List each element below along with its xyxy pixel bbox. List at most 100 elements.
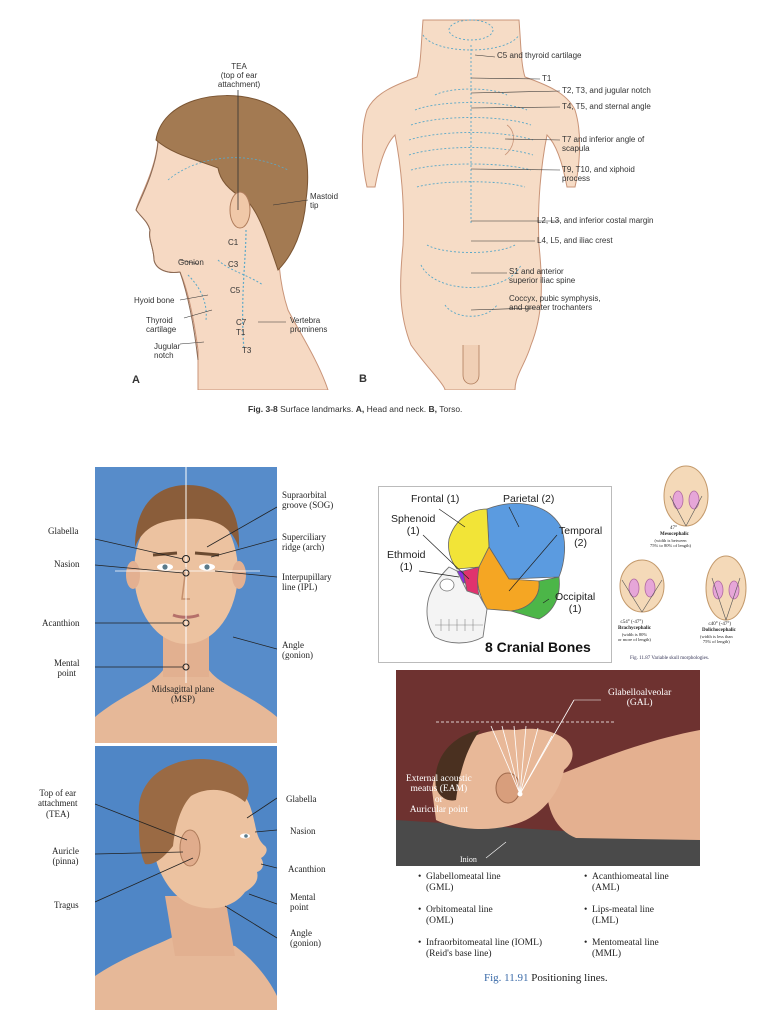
label-angle-gonion-side: Angle (gonion): [290, 928, 321, 949]
brachy-desc: (width is 80% or more of length): [618, 632, 651, 642]
label-parietal: Parietal (2): [503, 493, 555, 505]
bullet-aml-text: Acanthiomeatal line (AML): [592, 872, 669, 894]
torso-illustration: [361, 19, 581, 390]
dolicho-name: Dolichocephalic: [702, 628, 736, 633]
positioning-lines-figure: Glabelloalveolar (GAL) External acoustic…: [396, 670, 700, 870]
label-s1: S1 and anterior superior iliac spine: [509, 267, 576, 286]
dolicho-angle: ≤40° (-47°): [708, 622, 731, 627]
label-coccyx: Coccyx, pubic symphysis, and greater tro…: [509, 294, 601, 313]
label-acanthion-side: Acanthion: [288, 864, 326, 874]
positioning-photo: [396, 670, 700, 866]
brachy-name: Brachycephalic: [618, 626, 652, 631]
label-mental-point-side: Mental point: [290, 892, 316, 913]
skull-morph-caption: Fig. 11.87 Variable skull morphologies.: [630, 656, 710, 661]
label-t9-t10: T9, T10, and xiphoid process: [562, 165, 635, 184]
label-nasion-side: Nasion: [290, 826, 316, 836]
bullet-symbol: •: [584, 937, 588, 948]
label-l4-l5: L4, L5, and iliac crest: [537, 236, 613, 245]
label-c3: C3: [228, 260, 239, 269]
meso-desc: (width is between 75% to 80% of length): [650, 538, 691, 548]
label-sphenoid: Sphenoid (1): [391, 513, 436, 537]
label-angle-gonion-front: Angle (gonion): [282, 640, 313, 661]
bullet-oml-text: Orbitomeatal line (OML): [426, 904, 493, 927]
skull-morphologies-figure: 47° Mesocephalic (width is between 75% t…: [614, 460, 764, 668]
label-mental-point-front: Mental point: [54, 658, 80, 679]
bullet-ioml-text: Infraorbitomeatal line (IOML) (Reid's ba…: [426, 937, 543, 959]
label-superciliary: Superciliary ridge (arch): [282, 532, 326, 553]
label-c5-thyroid: C5 and thyroid cartilage: [497, 51, 582, 60]
label-sog: Supraorbital groove (SOG): [282, 490, 334, 511]
bullet-aml: • Acanthiomeatal line (AML): [584, 872, 704, 895]
cranial-bones-figure: Frontal (1) Parietal (2) Sphenoid (1) Te…: [378, 486, 612, 663]
label-ethmoid: Ethmoid (1): [387, 549, 426, 573]
parietal-bone: [486, 503, 565, 580]
label-occipital: Occipital (1): [555, 591, 596, 615]
meso-name: Mesocephalic: [660, 532, 689, 537]
label-msp: Midsagittal plane (MSP): [151, 684, 215, 705]
caption-b: B,: [428, 404, 438, 414]
label-vertebra-prominens: Vertebra prominens: [290, 316, 328, 335]
label-acanthion-front: Acanthion: [42, 618, 80, 628]
meso-angle: 47°: [670, 526, 677, 531]
bullet-mml: • Mentomeatal line (MML): [584, 938, 704, 961]
brachy-angle: ≤54° (-47°): [620, 620, 643, 625]
label-frontal: Frontal (1): [411, 493, 460, 505]
label-hyoid-bone: Hyoid bone: [134, 296, 175, 305]
caption-text: Surface landmarks.: [280, 404, 354, 414]
label-tragus: Tragus: [54, 900, 79, 910]
label-auricle: Auricle (pinna): [52, 846, 79, 867]
label-thyroid-cartilage: Thyroid cartilage: [146, 316, 177, 335]
label-l2-l3: L2, L3, and inferior costal margin: [537, 216, 654, 225]
label-ipl: Interpupillary line (IPL): [282, 572, 332, 593]
label-eam: External acoustic meatus (EAM) or Auricu…: [406, 774, 472, 816]
dolicho-desc: (width is less than 75% of length): [700, 634, 733, 644]
caption-a-text: Head and neck.: [366, 404, 427, 414]
bullet-lml-text: Lips-meatal line (LML): [592, 904, 654, 927]
caption-11-91-number: Fig. 11.91: [484, 972, 529, 984]
bullet-mml-text: Mentomeatal line (MML): [592, 937, 659, 959]
caption-11-91-text: Positioning lines.: [531, 972, 608, 984]
bullet-lml: • Lips-meatal line (LML): [584, 905, 704, 928]
label-t4-t5: T4, T5, and sternal angle: [562, 102, 651, 111]
label-t2-t3: T2, T3, and jugular notch: [562, 86, 651, 95]
panel-letter-b: B: [359, 373, 367, 385]
bullet-gml-text: Glabellomeatal line (GML): [426, 872, 501, 894]
label-gal: Glabelloalveolar (GAL): [608, 688, 672, 708]
positioning-bullets-left: • Glabellomeatal line (GML) • Orbitomeat…: [418, 872, 578, 960]
label-c7: C7: [236, 318, 247, 327]
bullet-ioml: • Infraorbitomeatal line (IOML) (Reid's …: [418, 938, 578, 961]
fig-3-8-caption: Fig. 3-8 Surface landmarks. A, Head and …: [248, 404, 462, 414]
label-c5: C5: [230, 286, 241, 295]
label-gonion: Gonion: [178, 258, 204, 267]
cranial-bones-title: 8 Cranial Bones: [485, 639, 591, 655]
caption-a: A,: [355, 404, 365, 414]
label-mastoid-tip: Mastoid tip: [310, 192, 339, 211]
positioning-bullets-right: • Acanthiomeatal line (AML) • Lips-meata…: [584, 872, 704, 960]
bullet-symbol: •: [418, 904, 422, 915]
skull-morph-illustration: [619, 465, 747, 621]
side-face-photo: [95, 746, 277, 1010]
caption-fig-number: Fig. 3-8: [248, 404, 278, 414]
head-neck-illustration: [135, 90, 329, 390]
bullet-gml: • Glabellomeatal line (GML): [418, 872, 578, 895]
front-face-photo: [95, 467, 277, 743]
label-glabella-side: Glabella: [286, 794, 317, 804]
label-t1-torso: T1: [542, 74, 552, 83]
label-t3: T3: [242, 346, 252, 355]
label-t7: T7 and inferior angle of scapula: [562, 135, 645, 154]
fig-3-8-panel-a: TEA (top of ear attachment) Mastoid tip …: [128, 60, 358, 390]
bullet-symbol: •: [584, 872, 588, 882]
label-tea-side: Top of ear attachment (TEA): [38, 788, 78, 819]
fig-11-91-caption: Fig. 11.91 Positioning lines.: [484, 972, 608, 984]
bullet-symbol: •: [584, 904, 588, 915]
label-tea: TEA (top of ear attachment): [217, 62, 261, 90]
label-nasion-front: Nasion: [54, 559, 80, 569]
skull-illustration: [418, 503, 565, 644]
bullet-oml: • Orbitomeatal line (OML): [418, 905, 578, 928]
label-t1: T1: [236, 328, 246, 337]
fig-3-8-panel-b: C5 and thyroid cartilage T1 T2, T3, and …: [355, 15, 655, 390]
occipital-bone: [510, 576, 560, 620]
side-face-figure: Top of ear attachment (TEA) Auricle (pin…: [38, 746, 368, 1012]
label-glabella-front: Glabella: [48, 526, 79, 536]
label-jugular-notch: Jugular notch: [154, 342, 181, 361]
